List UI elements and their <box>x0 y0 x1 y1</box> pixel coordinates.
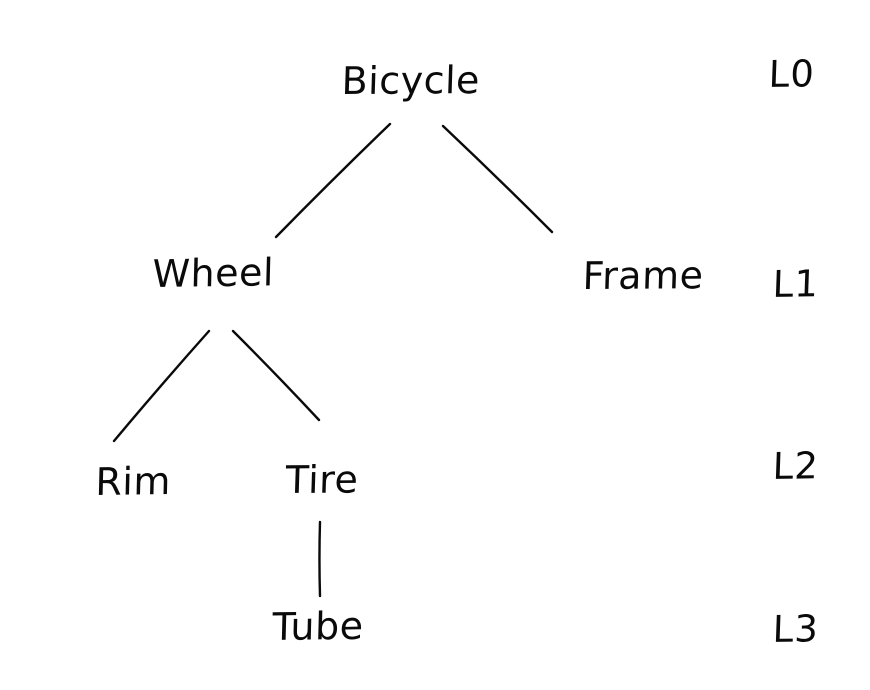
level-label-l0: L0 <box>767 52 816 96</box>
edge-bicycle-to-wheel <box>274 122 392 239</box>
edge-bicycle-to-frame <box>441 124 554 234</box>
edge-tire-to-tube <box>318 520 322 598</box>
node-label-bicycle[interactable]: Bicycle <box>340 58 481 103</box>
level-label-l1: L1 <box>771 262 820 306</box>
edge-wheel-to-rim <box>112 329 211 443</box>
level-label-l2: L2 <box>771 444 820 488</box>
node-label-tube[interactable]: Tube <box>271 603 365 649</box>
node-label-wheel[interactable]: Wheel <box>151 250 275 296</box>
level-label-l3: L3 <box>771 607 820 651</box>
node-label-frame[interactable]: Frame <box>581 253 705 298</box>
node-label-rim[interactable]: Rim <box>94 458 172 504</box>
node-label-tire[interactable]: Tire <box>284 457 360 502</box>
edge-wheel-to-tire <box>231 329 321 422</box>
